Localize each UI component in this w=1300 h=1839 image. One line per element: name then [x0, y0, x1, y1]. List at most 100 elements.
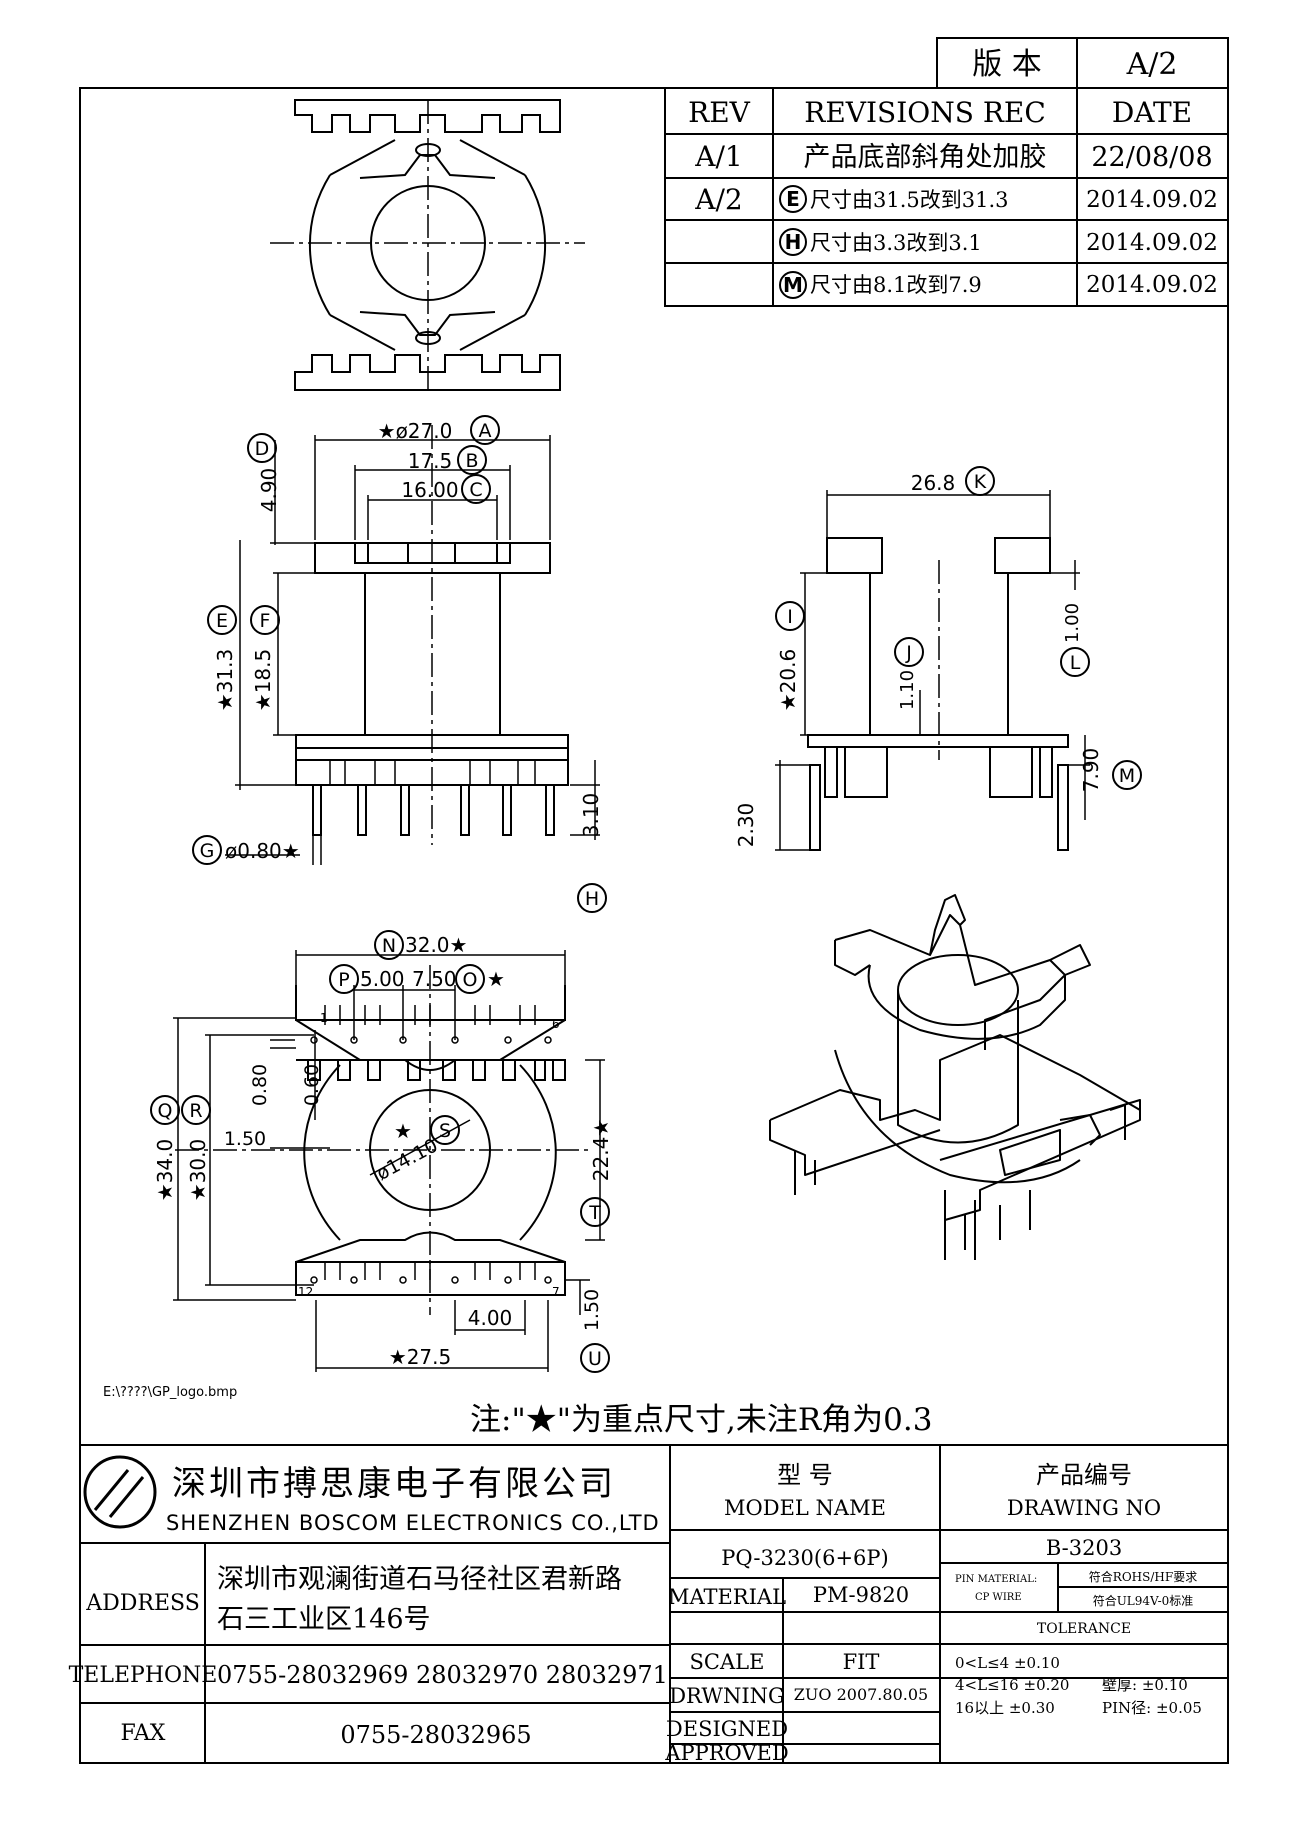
label-t-circle: T: [580, 1197, 610, 1227]
svg-text:B: B: [465, 450, 478, 472]
rev-cell: A/1: [694, 140, 742, 173]
svg-text:F: F: [260, 610, 271, 632]
svg-text:I: I: [787, 606, 793, 628]
svg-text:R: R: [189, 1100, 202, 1122]
label-d-circle: D: [247, 433, 277, 463]
address-label: ADDRESS: [85, 1591, 200, 1616]
version-value: A/2: [1126, 47, 1178, 82]
pin-7-label: 7: [552, 1285, 560, 1299]
tolerance-range-1: 0<L≤4 ±0.10: [955, 1654, 1060, 1672]
approved-label: APPROVED: [664, 1741, 788, 1765]
dim-c-value: 16.00: [401, 478, 458, 502]
label-o-circle: O: [455, 964, 485, 994]
drawn-value: ZUO 2007.80.05: [794, 1685, 928, 1704]
dim-230-value: 2.30: [734, 803, 758, 848]
model-label-cn: 型 号: [777, 1461, 833, 1489]
model-label-en: MODEL NAME: [724, 1496, 886, 1520]
label-b-circle: B: [457, 445, 487, 475]
model-value: PQ-3230(6+6P): [721, 1546, 889, 1570]
svg-text:O: O: [463, 969, 478, 991]
svg-text:T: T: [588, 1202, 601, 1224]
dim-p-value: 5.00: [360, 967, 405, 991]
company-name-en: SHENZHEN BOSCOM ELECTRONICS CO.,LTD: [166, 1511, 660, 1535]
label-s-circle: S: [430, 1115, 460, 1145]
dim-a-value: ★ø27.0: [378, 419, 453, 443]
wall-tolerance: 壁厚: ±0.10: [1102, 1676, 1188, 1694]
date-header: DATE: [1112, 96, 1192, 129]
tolerance-range-2: 4<L≤16 ±0.20: [955, 1676, 1069, 1694]
front-dimension-lines: [225, 435, 600, 865]
material-label: MATERIAL: [668, 1585, 786, 1609]
svg-text:N: N: [382, 935, 396, 957]
svg-text:E: E: [216, 610, 228, 632]
revision-desc: 尺寸由8.1改到7.9: [810, 273, 982, 297]
bottom-view: [175, 965, 590, 1315]
side-dimension-lines: [775, 490, 1090, 851]
drawing-no-label-en: DRAWING NO: [1007, 1496, 1161, 1520]
rohs-compliance: 符合ROHS/HF要求: [1089, 1569, 1197, 1584]
pin-6-label: 6: [552, 1017, 560, 1031]
dim-e-value: ★31.3: [213, 649, 237, 711]
svg-text:H: H: [585, 888, 599, 910]
label-a-circle: A: [470, 415, 500, 445]
dim-g-value: ø0.80★: [225, 839, 300, 863]
svg-text:Q: Q: [158, 1100, 173, 1122]
drawn-label: DRWNING: [669, 1684, 785, 1708]
pin-12-label: 12: [298, 1285, 313, 1299]
isometric-view: [769, 894, 1141, 1260]
label-h-circle: H: [577, 883, 607, 913]
dim-o-star: ★: [487, 967, 505, 991]
pin-1-label: 1: [320, 1011, 328, 1025]
svg-text:H: H: [785, 230, 802, 254]
title-block-frame: [80, 1444, 1228, 1763]
svg-text:M: M: [1119, 765, 1135, 787]
dim-i-value: ★20.6: [776, 649, 800, 711]
dim-n-value: 32.0★: [405, 933, 467, 957]
dim-d-value: 4.90: [257, 468, 281, 513]
label-c-circle: C: [461, 474, 491, 504]
revision-mark-m: M: [779, 271, 807, 299]
dim-q-value: ★34.0: [153, 1139, 177, 1201]
cp-wire-label: CP WIRE: [975, 1592, 1022, 1603]
telephone-label: TELEPHONE: [69, 1663, 218, 1688]
svg-text:U: U: [588, 1348, 602, 1370]
revisions-header: REVISIONS REC: [804, 96, 1046, 129]
svg-text:A: A: [479, 420, 492, 442]
company-name-cn: 深圳市搏思康电子有限公司: [172, 1464, 616, 1504]
label-f-circle: F: [250, 605, 280, 635]
dim-l-value: 1.00: [1062, 603, 1083, 643]
dim-u-value: 1.50: [581, 1289, 603, 1331]
drawing-note: 注:"★"为重点尺寸,未注R角为0.3: [470, 1402, 932, 1438]
dim-k-value: 26.8: [911, 471, 956, 495]
fax-value: 0755-28032965: [340, 1721, 531, 1749]
scale-value: FIT: [843, 1650, 880, 1674]
designed-label: DESIGNED: [666, 1717, 788, 1741]
label-q-circle: Q: [150, 1095, 180, 1125]
revision-desc: 尺寸由31.5改到31.3: [810, 188, 1009, 212]
address-line-2: 石三工业区146号: [217, 1604, 431, 1635]
dim-150-value: 1.50: [224, 1128, 266, 1150]
bottom-dimension-lines: [173, 950, 605, 1372]
pin-diameter-tolerance: PIN径: ±0.05: [1102, 1699, 1202, 1717]
version-label: 版 本: [972, 47, 1042, 82]
top-view: [270, 99, 585, 391]
label-m-circle: M: [1112, 760, 1142, 790]
svg-text:S: S: [439, 1120, 451, 1142]
revision-mark-h: H: [779, 228, 807, 256]
dim-060-value: 0.60: [301, 1064, 323, 1106]
revision-desc: 产品底部斜角处加胶: [804, 142, 1047, 173]
revision-mark-e: E: [779, 185, 807, 213]
dim-080-value: 0.80: [249, 1064, 271, 1106]
fax-label: FAX: [121, 1721, 166, 1746]
dim-f-value: ★18.5: [251, 649, 275, 711]
rev-header: REV: [688, 96, 751, 129]
label-e-circle: E: [207, 605, 237, 635]
company-logo: [83, 1455, 157, 1529]
svg-text:P: P: [338, 969, 349, 991]
drawing-no-label-cn: 产品编号: [1036, 1461, 1132, 1489]
svg-text:M: M: [783, 273, 803, 297]
label-r-circle: R: [181, 1095, 211, 1125]
dim-275-value: ★27.5: [389, 1345, 451, 1369]
label-u-circle: U: [580, 1343, 610, 1373]
